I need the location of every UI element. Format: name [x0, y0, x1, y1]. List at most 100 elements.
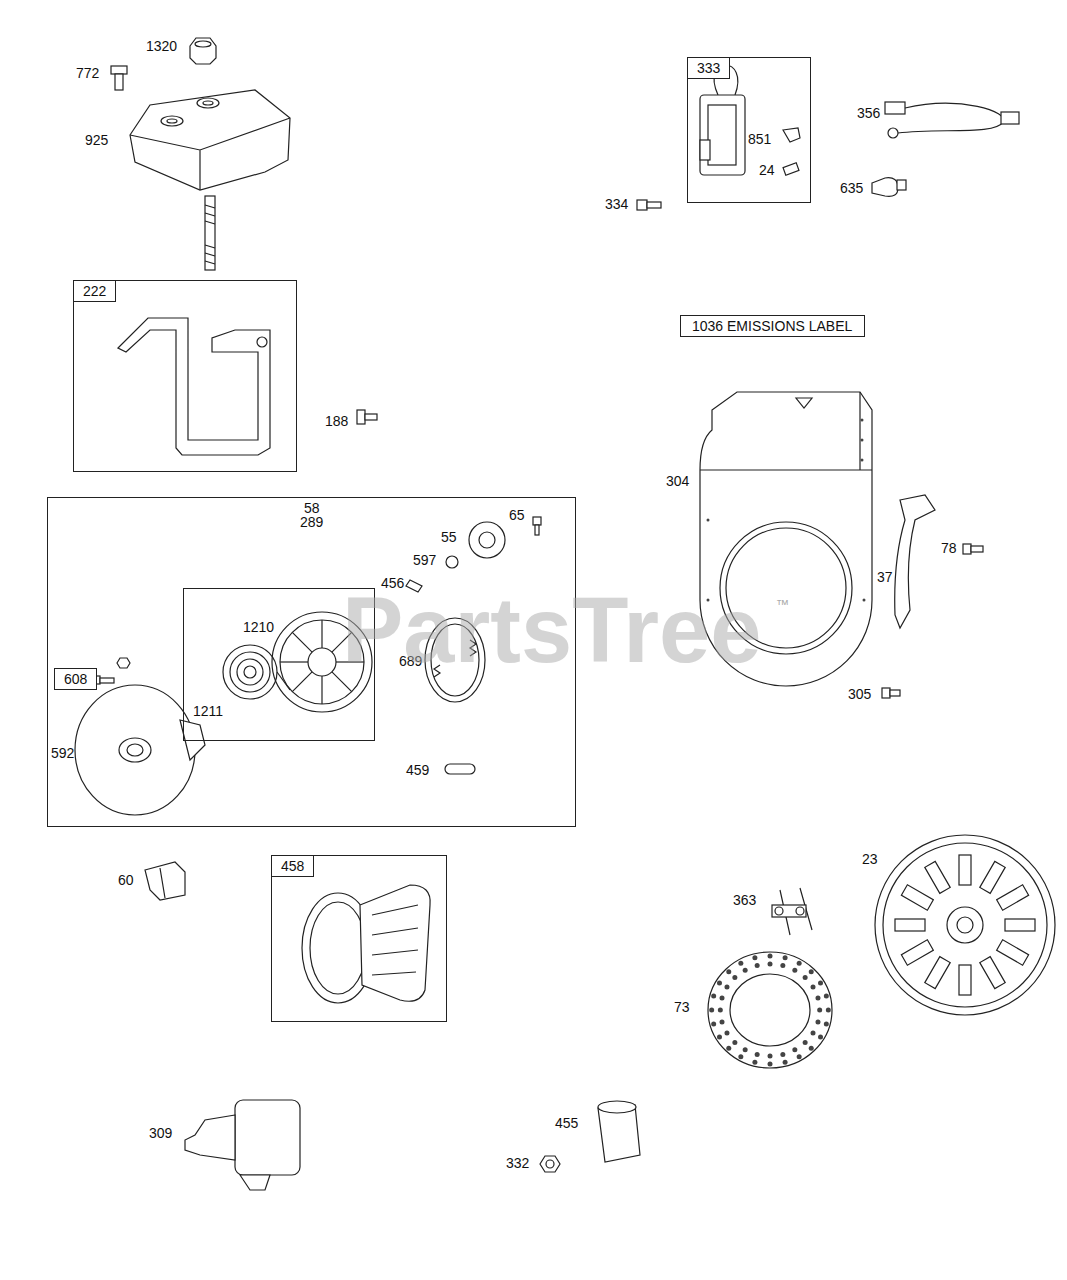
pulley: [292, 632, 312, 652]
ignition-armature: [700, 95, 745, 175]
rewind-spring: [230, 652, 270, 692]
callout-number: 304: [666, 474, 689, 488]
rotating-screen: [724, 985, 729, 990]
ring: [446, 556, 458, 568]
bolt: [111, 66, 127, 74]
pin: [445, 764, 475, 774]
flywheel: [925, 957, 950, 989]
rewind-spring: [237, 659, 263, 685]
clip: [783, 128, 800, 142]
handle: [145, 862, 185, 900]
ignition-armature: [708, 105, 736, 165]
cover: [130, 90, 290, 190]
spark-plug-boot: [872, 178, 898, 197]
retainer: [479, 532, 495, 548]
callout-number: 305: [848, 687, 871, 701]
rotating-screen: [743, 1047, 748, 1052]
bolt: [115, 74, 123, 90]
nut: [190, 38, 216, 64]
screw: [890, 690, 900, 696]
callout-number: 455: [555, 1116, 578, 1130]
clutch: [796, 907, 804, 915]
ignition-armature: [700, 65, 745, 175]
group-number: 222: [73, 280, 116, 302]
stud: [205, 196, 215, 270]
nut: [540, 1156, 560, 1172]
cup: [598, 1101, 636, 1113]
rotating-screen: [752, 955, 757, 960]
screw: [535, 525, 539, 535]
cover: [161, 116, 183, 126]
rotating-screen: [720, 996, 725, 1001]
rotating-screen: [783, 955, 788, 960]
blower-housing: [861, 419, 864, 422]
rotating-screen: [809, 1046, 814, 1051]
callout-number: 356: [857, 106, 880, 120]
key: [783, 163, 799, 175]
rotating-screen: [730, 974, 810, 1046]
ignition-armature: [700, 140, 710, 160]
handle: [160, 868, 165, 898]
starter-motor: [235, 1100, 300, 1175]
starter-housing: [127, 744, 143, 756]
blower-housing: [861, 439, 864, 442]
rotating-screen: [797, 1054, 802, 1059]
flywheel: [875, 835, 1055, 1015]
spark-plug-boot: [872, 178, 906, 197]
callout-number: 635: [840, 181, 863, 195]
callout-number: 851: [748, 132, 771, 146]
rotating-screen: [711, 1021, 716, 1026]
rotating-screen: [826, 1008, 831, 1013]
callout-number: 188: [325, 414, 348, 428]
callout-number: 592: [51, 746, 74, 760]
flywheel: [925, 861, 950, 893]
rewind-spring: [277, 672, 290, 690]
rotating-screen: [768, 1054, 773, 1059]
callout-number: 65: [509, 508, 525, 522]
group-box: 458: [271, 855, 447, 1022]
flywheel: [883, 843, 1047, 1007]
rotating-screen: [811, 1031, 816, 1036]
blower-housing: [863, 599, 866, 602]
rotating-screen: [732, 975, 737, 980]
rotating-screen: [726, 969, 731, 974]
blower-housing: [707, 519, 710, 522]
rotating-screen: [811, 985, 816, 990]
flywheel: [980, 861, 1005, 893]
flywheel: [997, 940, 1029, 965]
screw: [357, 410, 377, 424]
cover: [197, 98, 219, 108]
pulley: [321, 620, 322, 648]
clutch: [772, 905, 806, 917]
rotating-screen: [720, 1019, 725, 1024]
stud: [205, 205, 215, 264]
starter-housing: [75, 685, 205, 815]
blower-housing: [796, 398, 812, 408]
rotating-screen: [809, 969, 814, 974]
ring: [446, 556, 458, 568]
group-number: 458: [271, 855, 314, 877]
callout-number: 60: [118, 873, 134, 887]
callout-number: 925: [85, 133, 108, 147]
screw: [971, 546, 983, 552]
screw: [533, 517, 541, 535]
pulley: [292, 672, 312, 692]
callout-number: 37: [877, 570, 893, 584]
callout-number: 309: [149, 1126, 172, 1140]
rotating-screen: [818, 1035, 823, 1040]
rotating-screen: [724, 1031, 729, 1036]
trademark-symbol: ™: [776, 598, 789, 611]
callout-number: 332: [506, 1156, 529, 1170]
rotating-screen: [732, 1040, 737, 1045]
callout-number: 597: [413, 553, 436, 567]
screw: [100, 678, 114, 683]
nut: [190, 38, 216, 64]
bracket: [118, 318, 270, 455]
callout-number: 289: [300, 515, 323, 529]
rotating-screen: [780, 1052, 785, 1057]
nut: [117, 658, 130, 668]
air-guide: [302, 885, 430, 1003]
bracket: [257, 337, 267, 347]
rotating-screen: [780, 963, 785, 968]
callout-number: 1320: [146, 39, 177, 53]
